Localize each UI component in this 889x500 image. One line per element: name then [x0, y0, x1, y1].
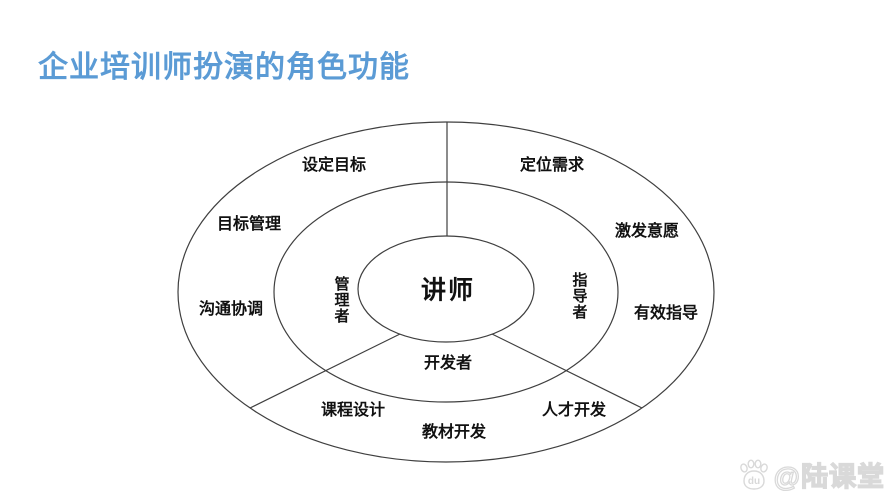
- paw-text: du: [748, 476, 760, 487]
- ring-label-mentor: 指导者: [570, 272, 588, 320]
- outer-label-goal-management: 目标管理: [216, 215, 282, 233]
- outer-label-inspire-willingness: 激发意愿: [614, 222, 680, 240]
- outer-label-material-development: 教材开发: [421, 423, 487, 441]
- outer-label-communication: 沟通协调: [198, 300, 264, 318]
- ring-label-developer: 开发者: [423, 354, 473, 372]
- outer-label-course-design: 课程设计: [320, 401, 386, 419]
- watermark-text: @陆课堂: [773, 461, 885, 492]
- middle-ring-ellipse: [273, 181, 619, 403]
- watermark: du @陆课堂: [737, 455, 885, 494]
- outer-label-set-goals: 设定目标: [301, 156, 367, 174]
- outer-label-talent-development: 人才开发: [541, 401, 607, 419]
- outer-label-effective-guidance: 有效指导: [633, 304, 699, 322]
- ring-label-manager: 管理者: [332, 276, 350, 324]
- inner-circle-ellipse: [357, 235, 535, 343]
- outer-ring-ellipse: [177, 121, 715, 463]
- center-role-label: 讲师: [420, 276, 476, 305]
- page-title: 企业培训师扮演的角色功能: [38, 51, 410, 84]
- baidu-paw-icon: du: [739, 459, 768, 490]
- divider-bottom-left: [249, 333, 401, 409]
- outer-label-position-needs: 定位需求: [519, 156, 585, 174]
- divider-bottom-right: [491, 333, 643, 409]
